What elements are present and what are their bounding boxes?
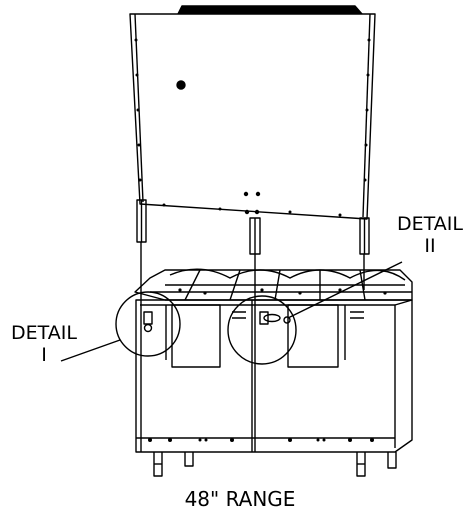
detail-1-callout [60,291,181,362]
detail-2-callout [227,261,403,365]
detail-1-title: DETAIL [11,322,77,344]
detail-1-numeral: I [41,344,47,366]
figure-caption: 48" RANGE [184,487,296,511]
detail-1-label: DETAIL I [4,322,84,366]
detail-2-title: DETAIL [397,213,463,235]
backsplash-panel [129,5,376,220]
bracket-hooks [143,311,291,333]
range-body [135,299,413,453]
detail-2-numeral: II [424,235,436,257]
mounting-brackets [136,199,370,452]
detail-2-label: DETAIL II [390,213,470,257]
range-legs [153,452,397,477]
control-boxes [165,304,364,368]
cooktop-grates [134,268,413,301]
